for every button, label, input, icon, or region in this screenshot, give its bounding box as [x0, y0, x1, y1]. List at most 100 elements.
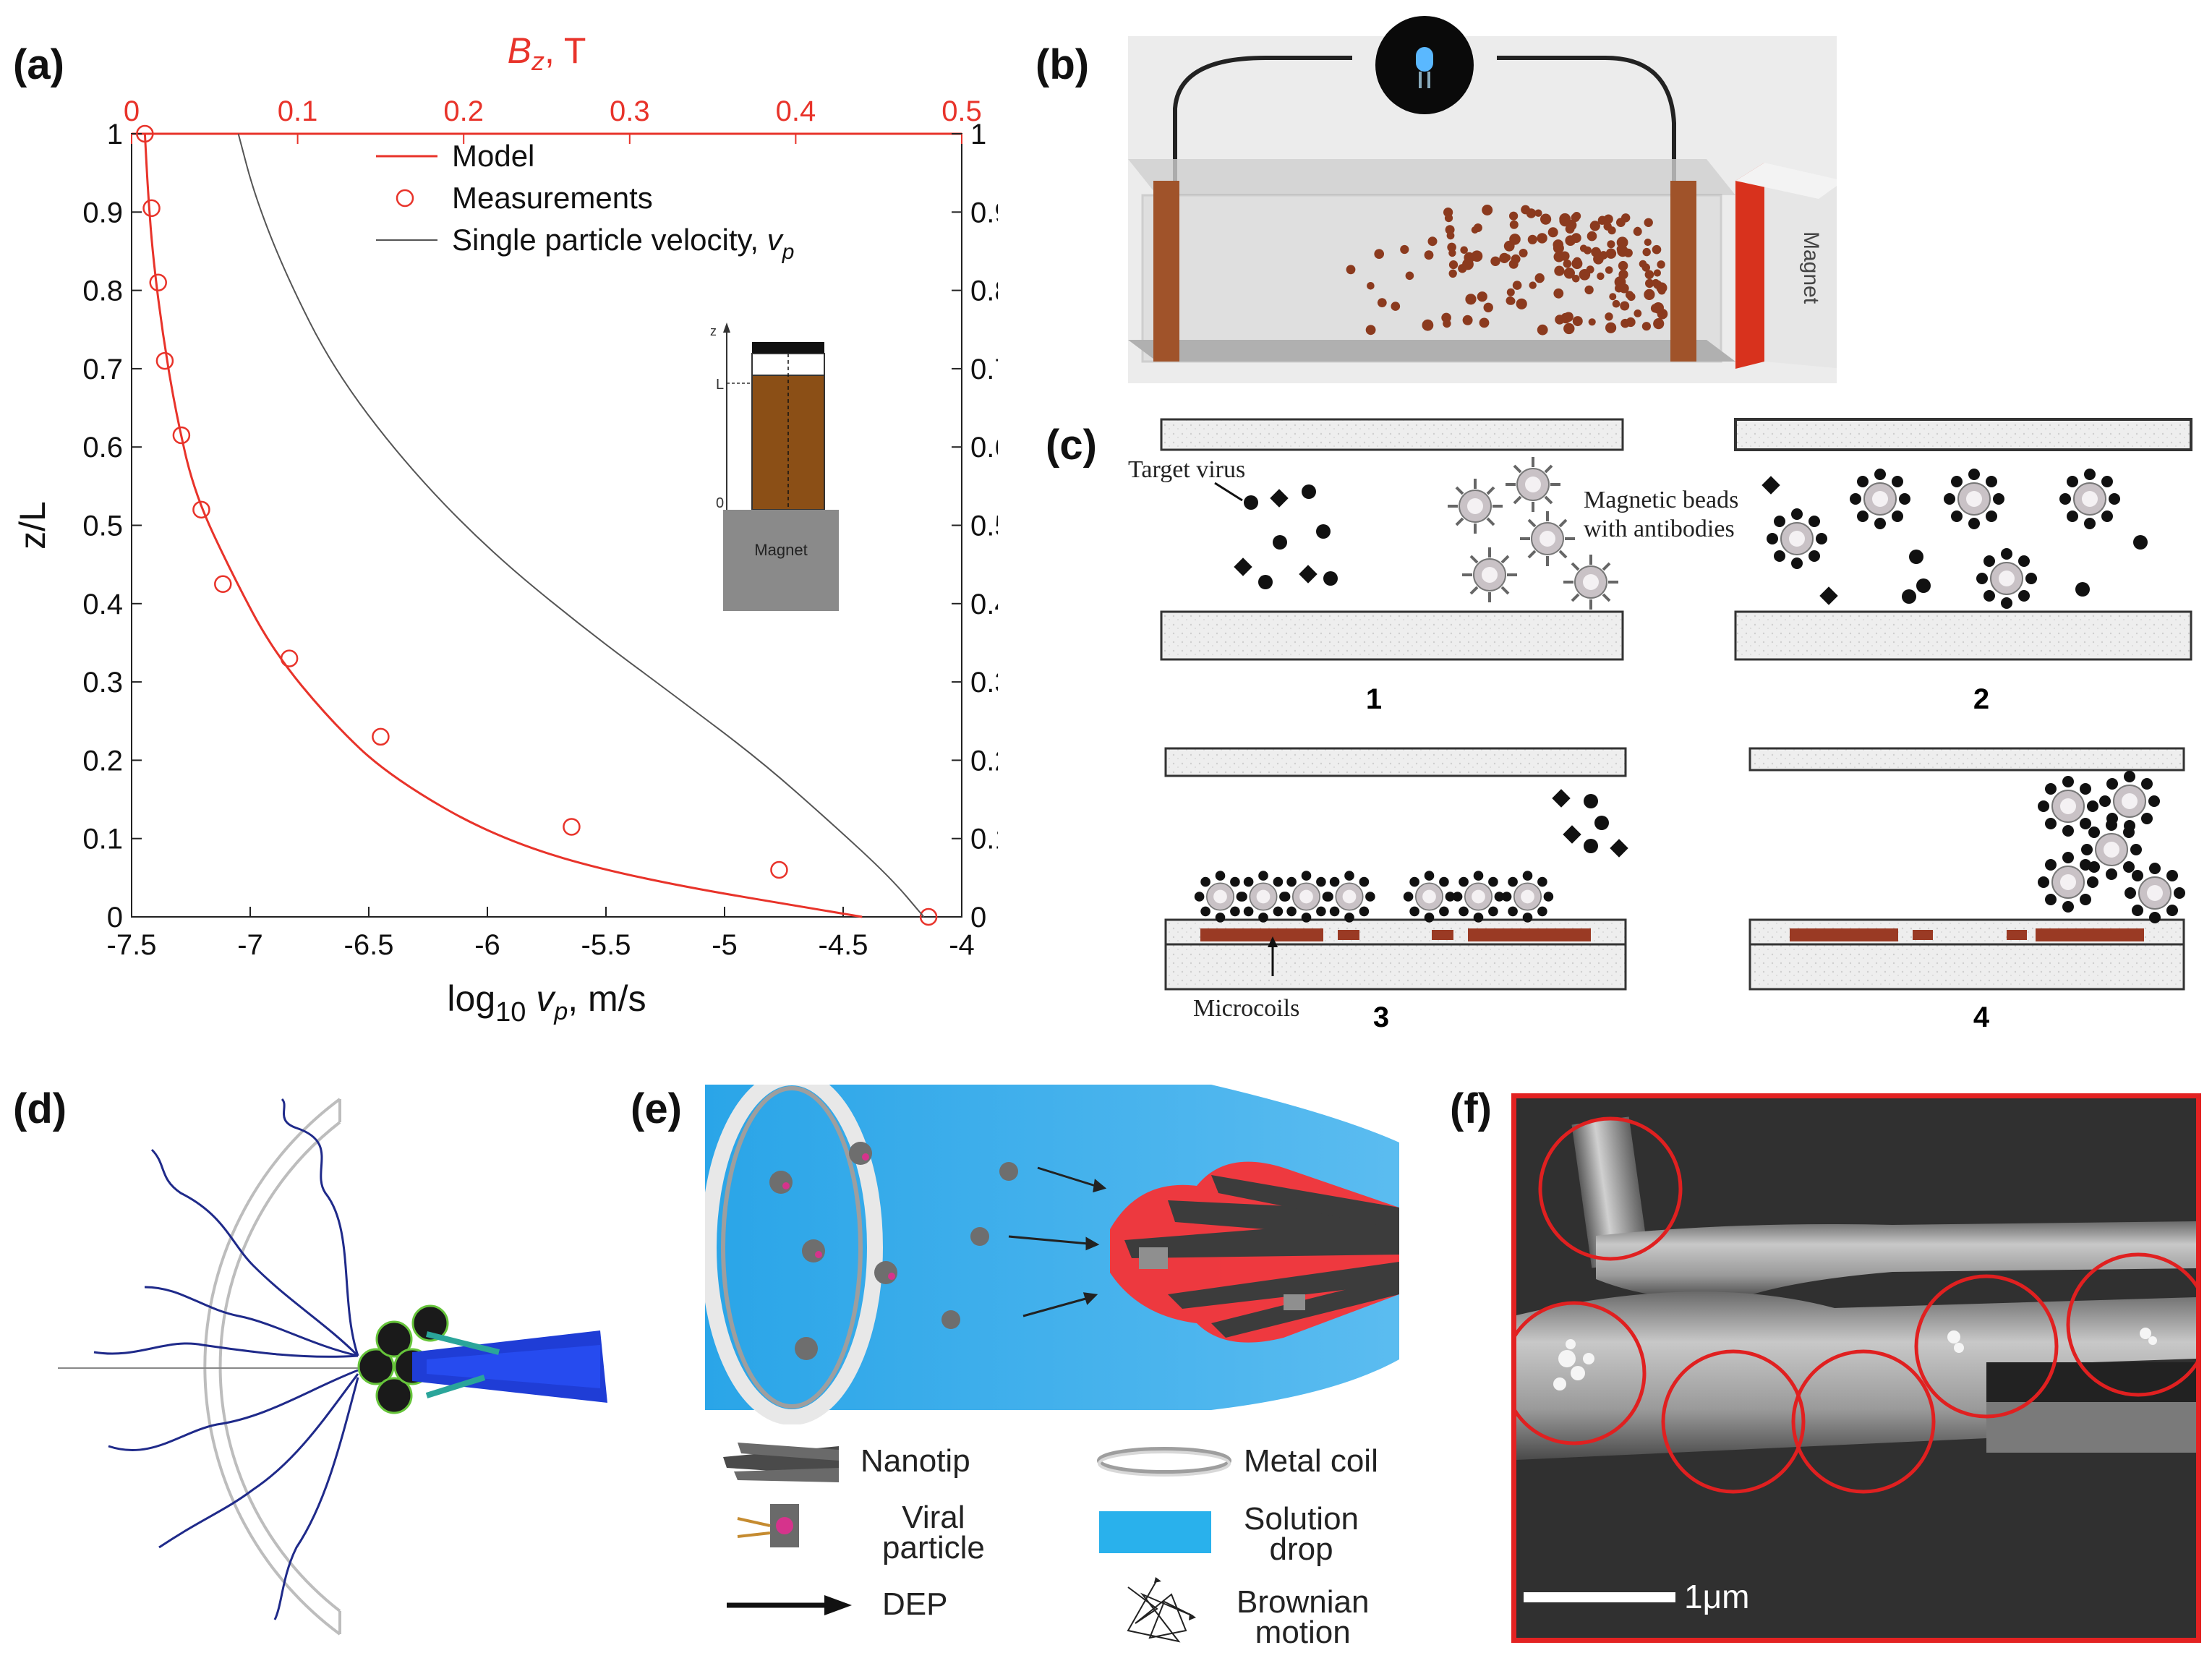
legend-solution-drop-label: Solution drop	[1244, 1501, 1359, 1567]
measurement-point	[214, 575, 232, 593]
particle	[1652, 244, 1662, 255]
y-tick-label: 0.1	[82, 824, 123, 855]
particle	[1588, 318, 1596, 326]
particle	[1448, 249, 1456, 257]
top-tick-label: 0	[124, 95, 140, 127]
particle	[1509, 220, 1519, 229]
electrode-left	[1153, 181, 1179, 362]
panel-c-illustration: Target virus Magnetic beads with antibod…	[1128, 418, 2192, 1033]
scale-bar-label: 1μm	[1684, 1578, 1749, 1615]
inset-L-label: L	[716, 377, 724, 393]
particle	[1579, 244, 1588, 252]
particle	[1612, 299, 1620, 308]
panel-label-e: (e)	[631, 1085, 682, 1132]
particle	[1589, 221, 1600, 231]
particle	[1504, 242, 1513, 252]
particle	[1565, 224, 1575, 234]
particle	[1563, 259, 1572, 268]
inset-z-label: z	[710, 324, 717, 338]
particle	[1609, 293, 1617, 301]
particle	[1537, 324, 1548, 336]
magnet-label-b: Magnet	[1799, 231, 1823, 304]
particle	[1620, 301, 1630, 311]
top-tick-label: 0.3	[610, 95, 650, 127]
legend-solution-1: Solution	[1244, 1501, 1359, 1537]
particle	[1563, 268, 1575, 279]
particle	[1644, 218, 1653, 227]
y-tick-label-right: 0.9	[970, 197, 998, 228]
legend-viral-particle-label: Viral particle	[882, 1502, 985, 1565]
particle	[1377, 298, 1387, 307]
particle	[1367, 282, 1375, 290]
y-tick-label: 0.4	[82, 589, 123, 620]
particle	[1427, 236, 1438, 247]
legend-solution-drop-icon	[1099, 1511, 1211, 1553]
measurement-point	[372, 727, 390, 746]
particle	[1534, 273, 1545, 283]
particle	[1465, 294, 1477, 305]
particle	[1529, 281, 1537, 289]
particle	[1509, 211, 1519, 221]
legend-viral-2: particle	[882, 1530, 985, 1565]
label-beads-1: Magnetic beads	[1584, 487, 1738, 513]
measurement-point	[149, 273, 167, 292]
scale-bar	[1524, 1592, 1675, 1602]
y-tick-label-right: 0.1	[970, 824, 998, 855]
magnetic-particles	[1346, 205, 1668, 336]
particle	[1447, 242, 1456, 252]
measurement-point	[142, 199, 161, 218]
y-tick-label: 0.2	[82, 745, 123, 777]
legend-viral-particle-icon	[737, 1504, 799, 1547]
legend-brownian-2: motion	[1255, 1615, 1351, 1650]
particle	[1572, 316, 1583, 327]
x-tick-label: -6.5	[344, 929, 394, 961]
top-tick-label: 0.4	[776, 95, 816, 127]
particle	[1553, 288, 1564, 299]
panel-label-f: (f)	[1450, 1085, 1492, 1132]
x-tick-label: -5	[712, 929, 738, 961]
particle	[1620, 318, 1630, 328]
particle	[1587, 231, 1597, 242]
y-tick-label-right: 0.2	[970, 745, 998, 777]
particle	[1605, 312, 1613, 321]
panel-d-illustration	[58, 1098, 607, 1636]
particle	[1374, 249, 1384, 260]
viral-particles	[769, 1142, 1018, 1360]
inset-zero-label: 0	[716, 495, 724, 511]
particle	[1422, 319, 1434, 331]
particle	[1657, 286, 1666, 295]
y-tick-label-right: 1	[970, 119, 986, 150]
series-line-model	[143, 133, 863, 918]
top-tick-label: 0.2	[443, 95, 484, 127]
y-tick-label-right: 0.6	[970, 432, 998, 463]
legend-label: Single particle velocity, vp	[452, 223, 794, 264]
y-tick-label: 0.6	[82, 432, 123, 463]
particle	[1607, 226, 1616, 235]
particle	[1490, 256, 1500, 266]
y-tick-label-right: 0.5	[970, 510, 998, 542]
particle	[1443, 319, 1451, 328]
panel-label-a: (a)	[13, 41, 64, 88]
particle	[1605, 248, 1617, 259]
legend-dep-arrow-icon	[727, 1595, 852, 1615]
legend-nanotip-label: Nanotip	[861, 1443, 970, 1479]
particle	[1473, 223, 1482, 232]
particle	[1571, 213, 1580, 222]
particle	[1448, 260, 1459, 270]
x-tick-label: -6	[474, 929, 500, 961]
measurement-point	[172, 426, 191, 445]
legend-metal-coil-label: Metal coil	[1244, 1443, 1378, 1479]
particle	[1509, 234, 1521, 245]
particle	[1458, 264, 1467, 273]
particle	[1448, 269, 1457, 278]
legend-solution-2: drop	[1269, 1531, 1333, 1567]
particle	[1559, 213, 1571, 225]
legend-brownian-label: Brownian motion	[1237, 1586, 1369, 1650]
legend-nanotip-icon	[723, 1443, 839, 1482]
particle	[1519, 249, 1528, 257]
y-tick-label-right: 0.4	[970, 589, 998, 620]
particle	[1652, 302, 1664, 314]
y-tick-label: 0.5	[82, 510, 123, 542]
particle	[1512, 281, 1522, 290]
